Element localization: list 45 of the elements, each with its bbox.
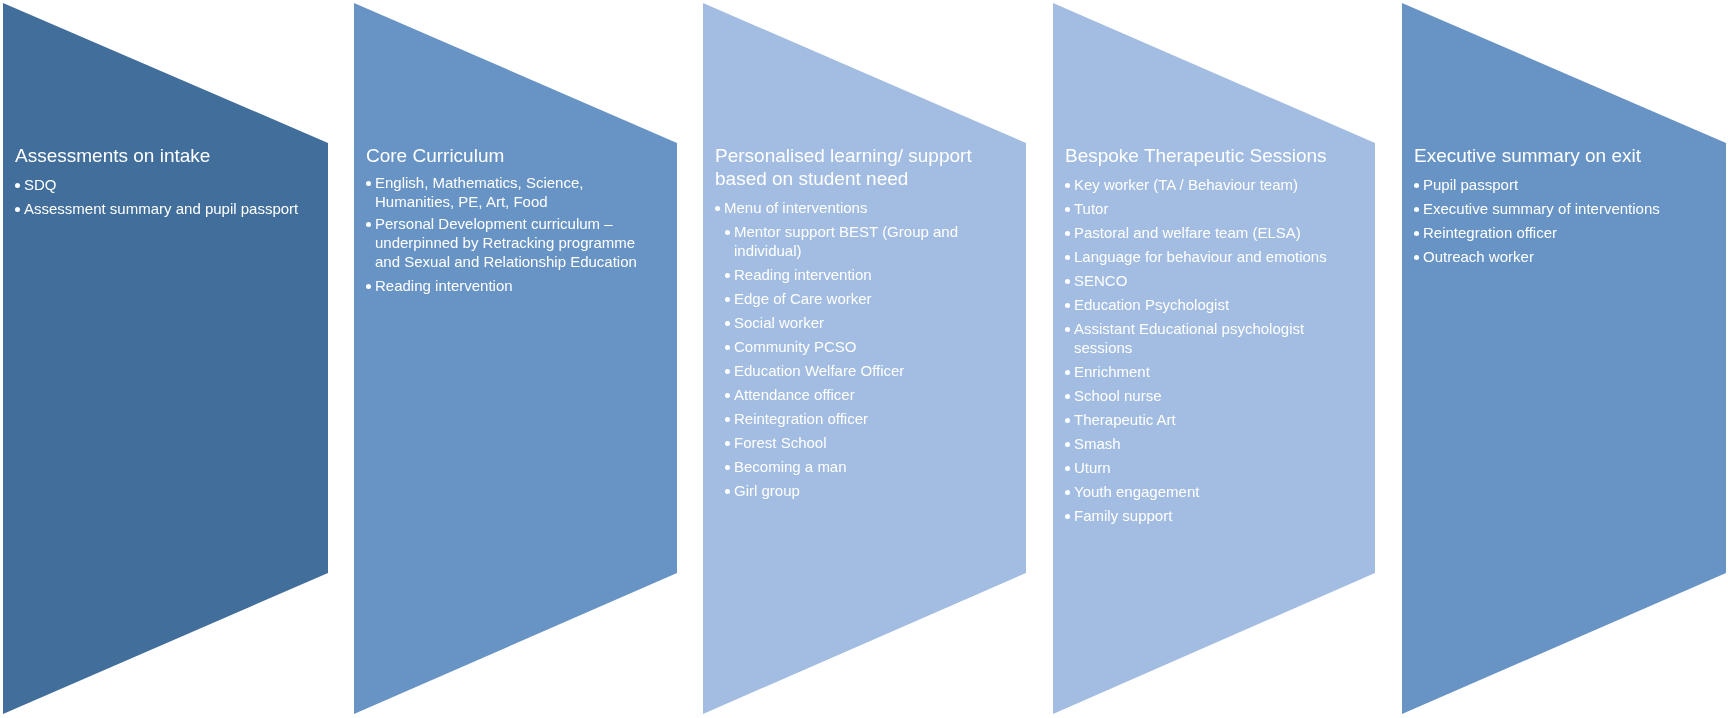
bullet-item: Pupil passport bbox=[1414, 173, 1704, 197]
stage-heading: Bespoke Therapeutic Sessions bbox=[1065, 144, 1328, 167]
bullet-item: Pastoral and welfare team (ELSA) bbox=[1065, 221, 1355, 245]
bullet-item: Girl group bbox=[725, 479, 1005, 503]
bullet-item: Youth engagement bbox=[1065, 480, 1355, 504]
bullet-item: Mentor support BEST (Group and individual) bbox=[725, 222, 1005, 260]
stage-heading: Core Curriculum bbox=[366, 144, 506, 167]
bullet-item: Attendance officer bbox=[725, 383, 1005, 407]
bullet-item: SENCO bbox=[1065, 269, 1355, 293]
bullet-item: Uturn bbox=[1065, 456, 1355, 480]
bullet-item: Education Welfare Officer bbox=[725, 359, 1005, 383]
bullet-item: Assessment summary and pupil passport bbox=[15, 197, 315, 221]
bullet-item: Therapeutic Art bbox=[1065, 408, 1355, 432]
stage-heading: Personalised learning/ support based on student need bbox=[715, 144, 973, 190]
bullet-item: Forest School bbox=[725, 431, 1005, 455]
bullet-item: Assistant Educational psychologist sessions bbox=[1065, 319, 1355, 357]
bullet-item: Reintegration officer bbox=[1414, 221, 1704, 245]
bullet-item: Enrichment bbox=[1065, 360, 1355, 384]
stage-heading: Executive summary on exit bbox=[1414, 144, 1643, 167]
chevron-shape bbox=[354, 3, 677, 714]
chevron-shape bbox=[703, 3, 1026, 714]
bullet-item: Family support bbox=[1065, 504, 1355, 528]
bullet-item: English, Mathematics, Science, Humanities, PE, Art, Food bbox=[366, 173, 656, 211]
stage-heading: Assessments on intake bbox=[15, 144, 212, 167]
bullet-item: SDQ bbox=[15, 173, 315, 197]
bullet-item: Education Psychologist bbox=[1065, 293, 1355, 317]
bullet-item: Key worker (TA / Behaviour team) bbox=[1065, 173, 1355, 197]
bullet-item: School nurse bbox=[1065, 384, 1355, 408]
bullet-item: Becoming a man bbox=[725, 455, 1005, 479]
bullet-item: Reading intervention bbox=[366, 274, 656, 298]
bullet-item: Outreach worker bbox=[1414, 245, 1704, 269]
bullet-item: Community PCSO bbox=[725, 335, 1005, 359]
bullet-item: Social worker bbox=[725, 311, 1005, 335]
chevron-shape bbox=[1402, 3, 1726, 714]
bullet-item: Personal Development curriculum – underpinned by Retracking programme and Sexual and Relationship Education bbox=[366, 214, 656, 271]
bullet-item: Smash bbox=[1065, 432, 1355, 456]
bullet-item: Menu of interventions bbox=[715, 196, 1005, 220]
bullet-item: Reading intervention bbox=[725, 263, 1005, 287]
chevron-shape bbox=[3, 3, 328, 714]
bullet-item: Language for behaviour and emotions bbox=[1065, 245, 1355, 269]
bullet-item: Executive summary of interventions bbox=[1414, 197, 1704, 221]
chevron-shape bbox=[1053, 3, 1375, 714]
bullet-item: Edge of Care worker bbox=[725, 287, 1005, 311]
bullet-item: Reintegration officer bbox=[725, 407, 1005, 431]
bullet-item: Tutor bbox=[1065, 197, 1355, 221]
